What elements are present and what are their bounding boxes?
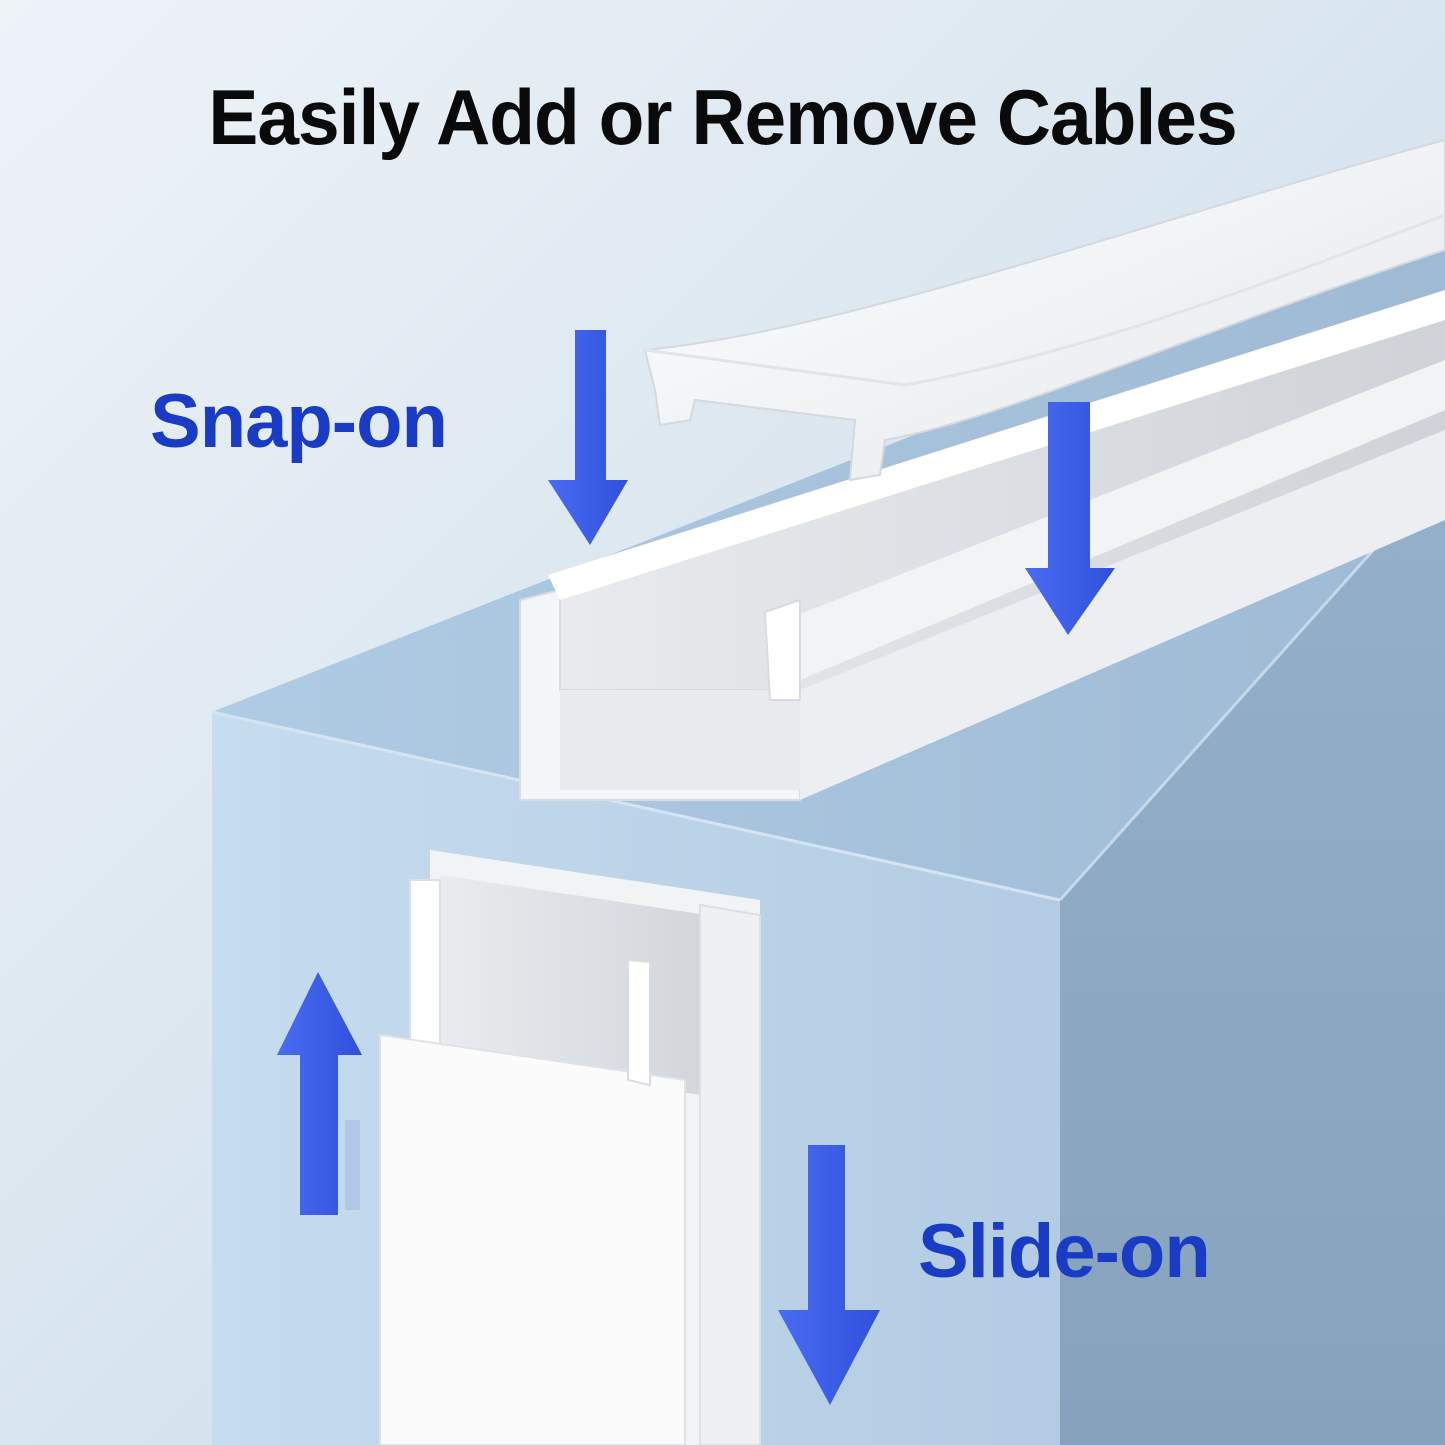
box-side-face: [1060, 470, 1445, 1445]
snap-on-label: Snap-on: [150, 379, 448, 464]
raceway-vertical: [379, 850, 761, 1445]
raceway-base-top: [519, 290, 1445, 801]
snap-on-left-arrow: [548, 330, 628, 545]
raceway-cover-lid: [643, 138, 1445, 482]
headline: Easily Add or Remove Cables: [208, 73, 1237, 161]
slide-on-label: Slide-on: [918, 1209, 1211, 1294]
slide-on-down-arrow: [778, 1145, 880, 1405]
slide-on-up-arrow: [277, 972, 362, 1215]
snap-on-right-arrow: [1025, 402, 1115, 635]
